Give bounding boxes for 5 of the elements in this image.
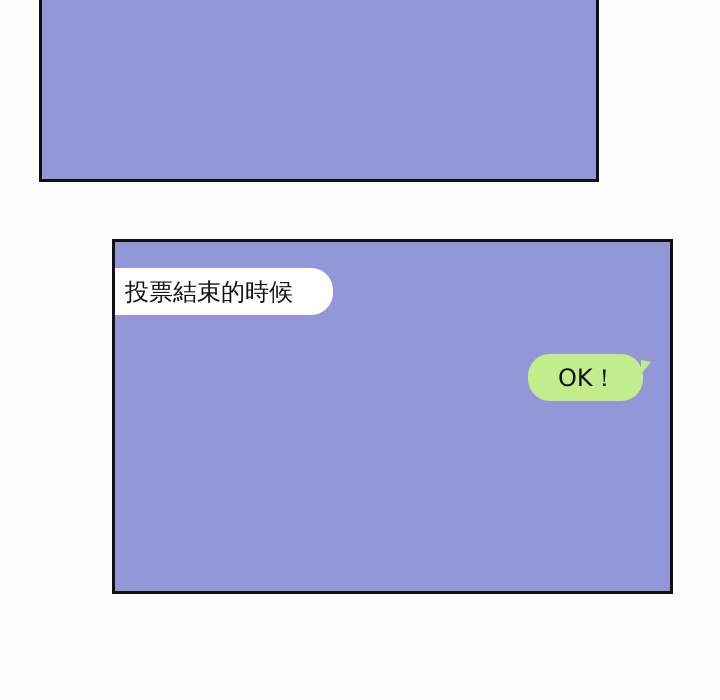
chat-bubble bbox=[115, 268, 333, 315]
comic-panel bbox=[112, 239, 673, 594]
message-text: 投票結束的時候 bbox=[125, 276, 293, 308]
message-text: OK！ bbox=[558, 362, 617, 394]
comic-panel bbox=[39, 0, 599, 182]
